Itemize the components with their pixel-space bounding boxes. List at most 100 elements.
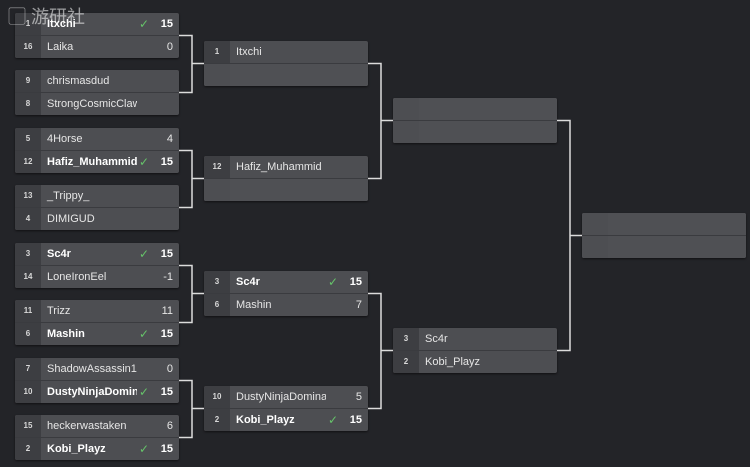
winner-check-icon: ✓	[138, 442, 150, 456]
player-score: 15	[160, 248, 173, 260]
player-slot[interactable]: 3 Sc4r ✓ 15	[15, 243, 179, 265]
seed-number: 16	[15, 36, 41, 58]
player-slot[interactable]: 2 Kobi_Playz ✓ 15	[15, 437, 179, 460]
player-score: 0	[166, 363, 173, 375]
seed-number: 3	[15, 243, 41, 265]
match-card-r3-m1[interactable]	[393, 98, 557, 143]
seed-number	[204, 64, 230, 86]
player-score: 5	[355, 391, 362, 403]
player-score: 15	[160, 443, 173, 455]
player-name: Trizz	[47, 305, 71, 317]
winner-check-icon: ✓	[327, 275, 339, 289]
player-name: DustyNinjaDominator	[47, 386, 137, 398]
player-name: StrongCosmicClaw	[47, 98, 137, 110]
seed-number: 1	[15, 13, 41, 35]
player-slot[interactable]	[582, 235, 746, 258]
player-slot[interactable]: 7 ShadowAssassin1 0	[15, 358, 179, 380]
player-name: Kobi_Playz	[47, 443, 106, 455]
seed-number: 4	[15, 208, 41, 230]
player-score: 6	[166, 420, 173, 432]
player-slot[interactable]: 10 DustyNinjaDominator 5	[204, 386, 368, 408]
seed-number: 8	[15, 93, 41, 115]
player-slot[interactable]: 6 Mashin 7	[204, 293, 368, 316]
seed-number: 6	[204, 294, 230, 316]
player-score: 15	[160, 156, 173, 168]
seed-number: 10	[204, 386, 230, 408]
player-score: 15	[160, 18, 173, 30]
player-slot[interactable]	[393, 120, 557, 143]
player-score: -1	[163, 271, 173, 283]
player-slot[interactable]	[393, 98, 557, 120]
player-slot[interactable]: 1 Itxchi ✓ 15	[15, 13, 179, 35]
seed-number: 3	[393, 328, 419, 350]
winner-check-icon: ✓	[327, 413, 339, 427]
player-name: Itxchi	[236, 46, 262, 58]
player-slot[interactable]	[204, 63, 368, 86]
player-name: Sc4r	[47, 248, 71, 260]
seed-number: 12	[204, 156, 230, 178]
seed-number: 14	[15, 266, 41, 288]
seed-number: 7	[15, 358, 41, 380]
seed-number: 2	[204, 409, 230, 431]
seed-number	[582, 236, 608, 258]
seed-number: 1	[204, 41, 230, 63]
seed-number	[393, 98, 419, 120]
player-score: 15	[160, 386, 173, 398]
seed-number	[393, 121, 419, 143]
player-name: ShadowAssassin1	[47, 363, 137, 375]
seed-number: 2	[15, 438, 41, 460]
player-slot[interactable]: 1 Itxchi	[204, 41, 368, 63]
player-name: Mashin	[47, 328, 85, 340]
seed-number: 3	[204, 271, 230, 293]
player-slot[interactable]	[204, 178, 368, 201]
match-card-r4-m1[interactable]	[582, 213, 746, 258]
player-name: Mashin	[236, 299, 272, 311]
player-slot[interactable]: 10DustyNinjaDominator✓15	[15, 380, 179, 403]
winner-check-icon: ✓	[138, 155, 150, 169]
player-score: 7	[355, 299, 362, 311]
player-slot[interactable]: 13_Trippy_	[15, 185, 179, 207]
player-name: DustyNinjaDominator	[236, 391, 326, 403]
winner-check-icon: ✓	[138, 327, 150, 341]
winner-check-icon: ✓	[138, 17, 150, 31]
player-name: Itxchi	[47, 18, 76, 30]
watermark-icon: ▢	[8, 7, 26, 27]
player-slot[interactable]	[582, 213, 746, 235]
match-card-r1-m7[interactable]: 7ShadowAssassin1010DustyNinjaDominator✓1…	[15, 358, 179, 403]
winner-check-icon: ✓	[138, 247, 150, 261]
seed-number: 11	[15, 300, 41, 322]
player-score: 15	[349, 276, 362, 288]
watermark-text: 游研社	[31, 7, 86, 27]
seed-number: 10	[15, 381, 41, 403]
player-slot[interactable]: 8 StrongCosmicClaw	[15, 92, 179, 115]
player-score: 15	[160, 328, 173, 340]
match-card-r2-m1[interactable]: 1 Itxchi	[204, 41, 368, 86]
seed-number	[204, 179, 230, 201]
